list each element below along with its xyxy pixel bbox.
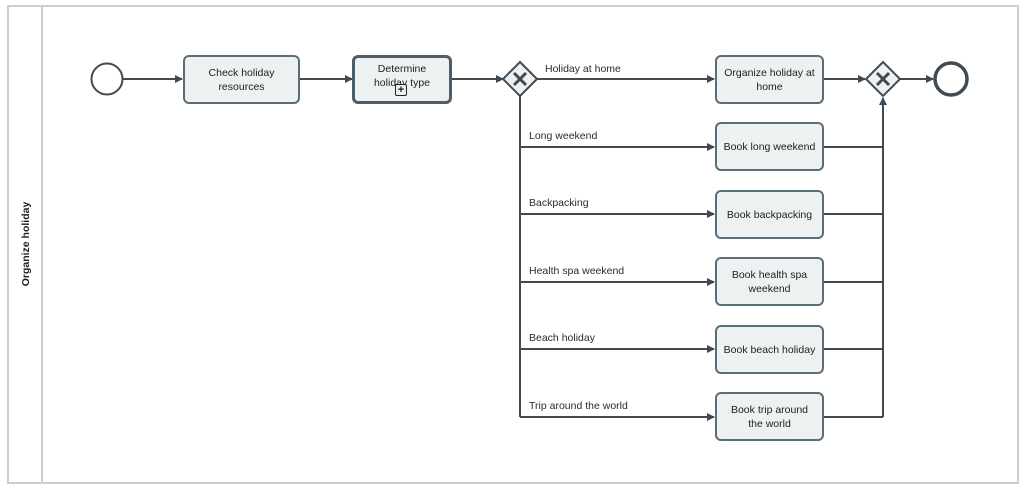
start-event [90, 62, 124, 96]
lane-label: Organize holiday [20, 201, 32, 287]
task-book-long-weekend[interactable]: Book long weekend [715, 122, 824, 171]
subprocess-plus-icon: + [395, 84, 407, 96]
flow-label-trip-around-the-world: Trip around the world [529, 400, 628, 412]
split-gateway-icon [501, 60, 539, 98]
task-organize-holiday-at-home[interactable]: Organize holiday at home [715, 55, 824, 104]
task-book-health-spa-weekend[interactable]: Book health spa weekend [715, 257, 824, 306]
subprocess-determine-holiday-type[interactable]: Determine holiday type [352, 55, 452, 104]
task-book-trip-around-the-world[interactable]: Book trip around the world [715, 392, 824, 441]
flow-label-long-weekend: Long weekend [529, 130, 598, 142]
task-book-backpacking[interactable]: Book backpacking [715, 190, 824, 239]
merge-gateway-icon [864, 60, 902, 98]
flow-label-health-spa-weekend: Health spa weekend [529, 265, 625, 277]
flow-label-beach-holiday: Beach holiday [529, 332, 595, 344]
subprocess-label: Determine holiday type [373, 63, 431, 89]
end-event [933, 61, 969, 97]
task-book-beach-holiday[interactable]: Book beach holiday [715, 325, 824, 374]
flow-label-backpacking: Backpacking [529, 197, 589, 209]
flow-label-holiday-at-home: Holiday at home [545, 63, 621, 75]
task-check-holiday-resources[interactable]: Check holiday resources [183, 55, 300, 104]
